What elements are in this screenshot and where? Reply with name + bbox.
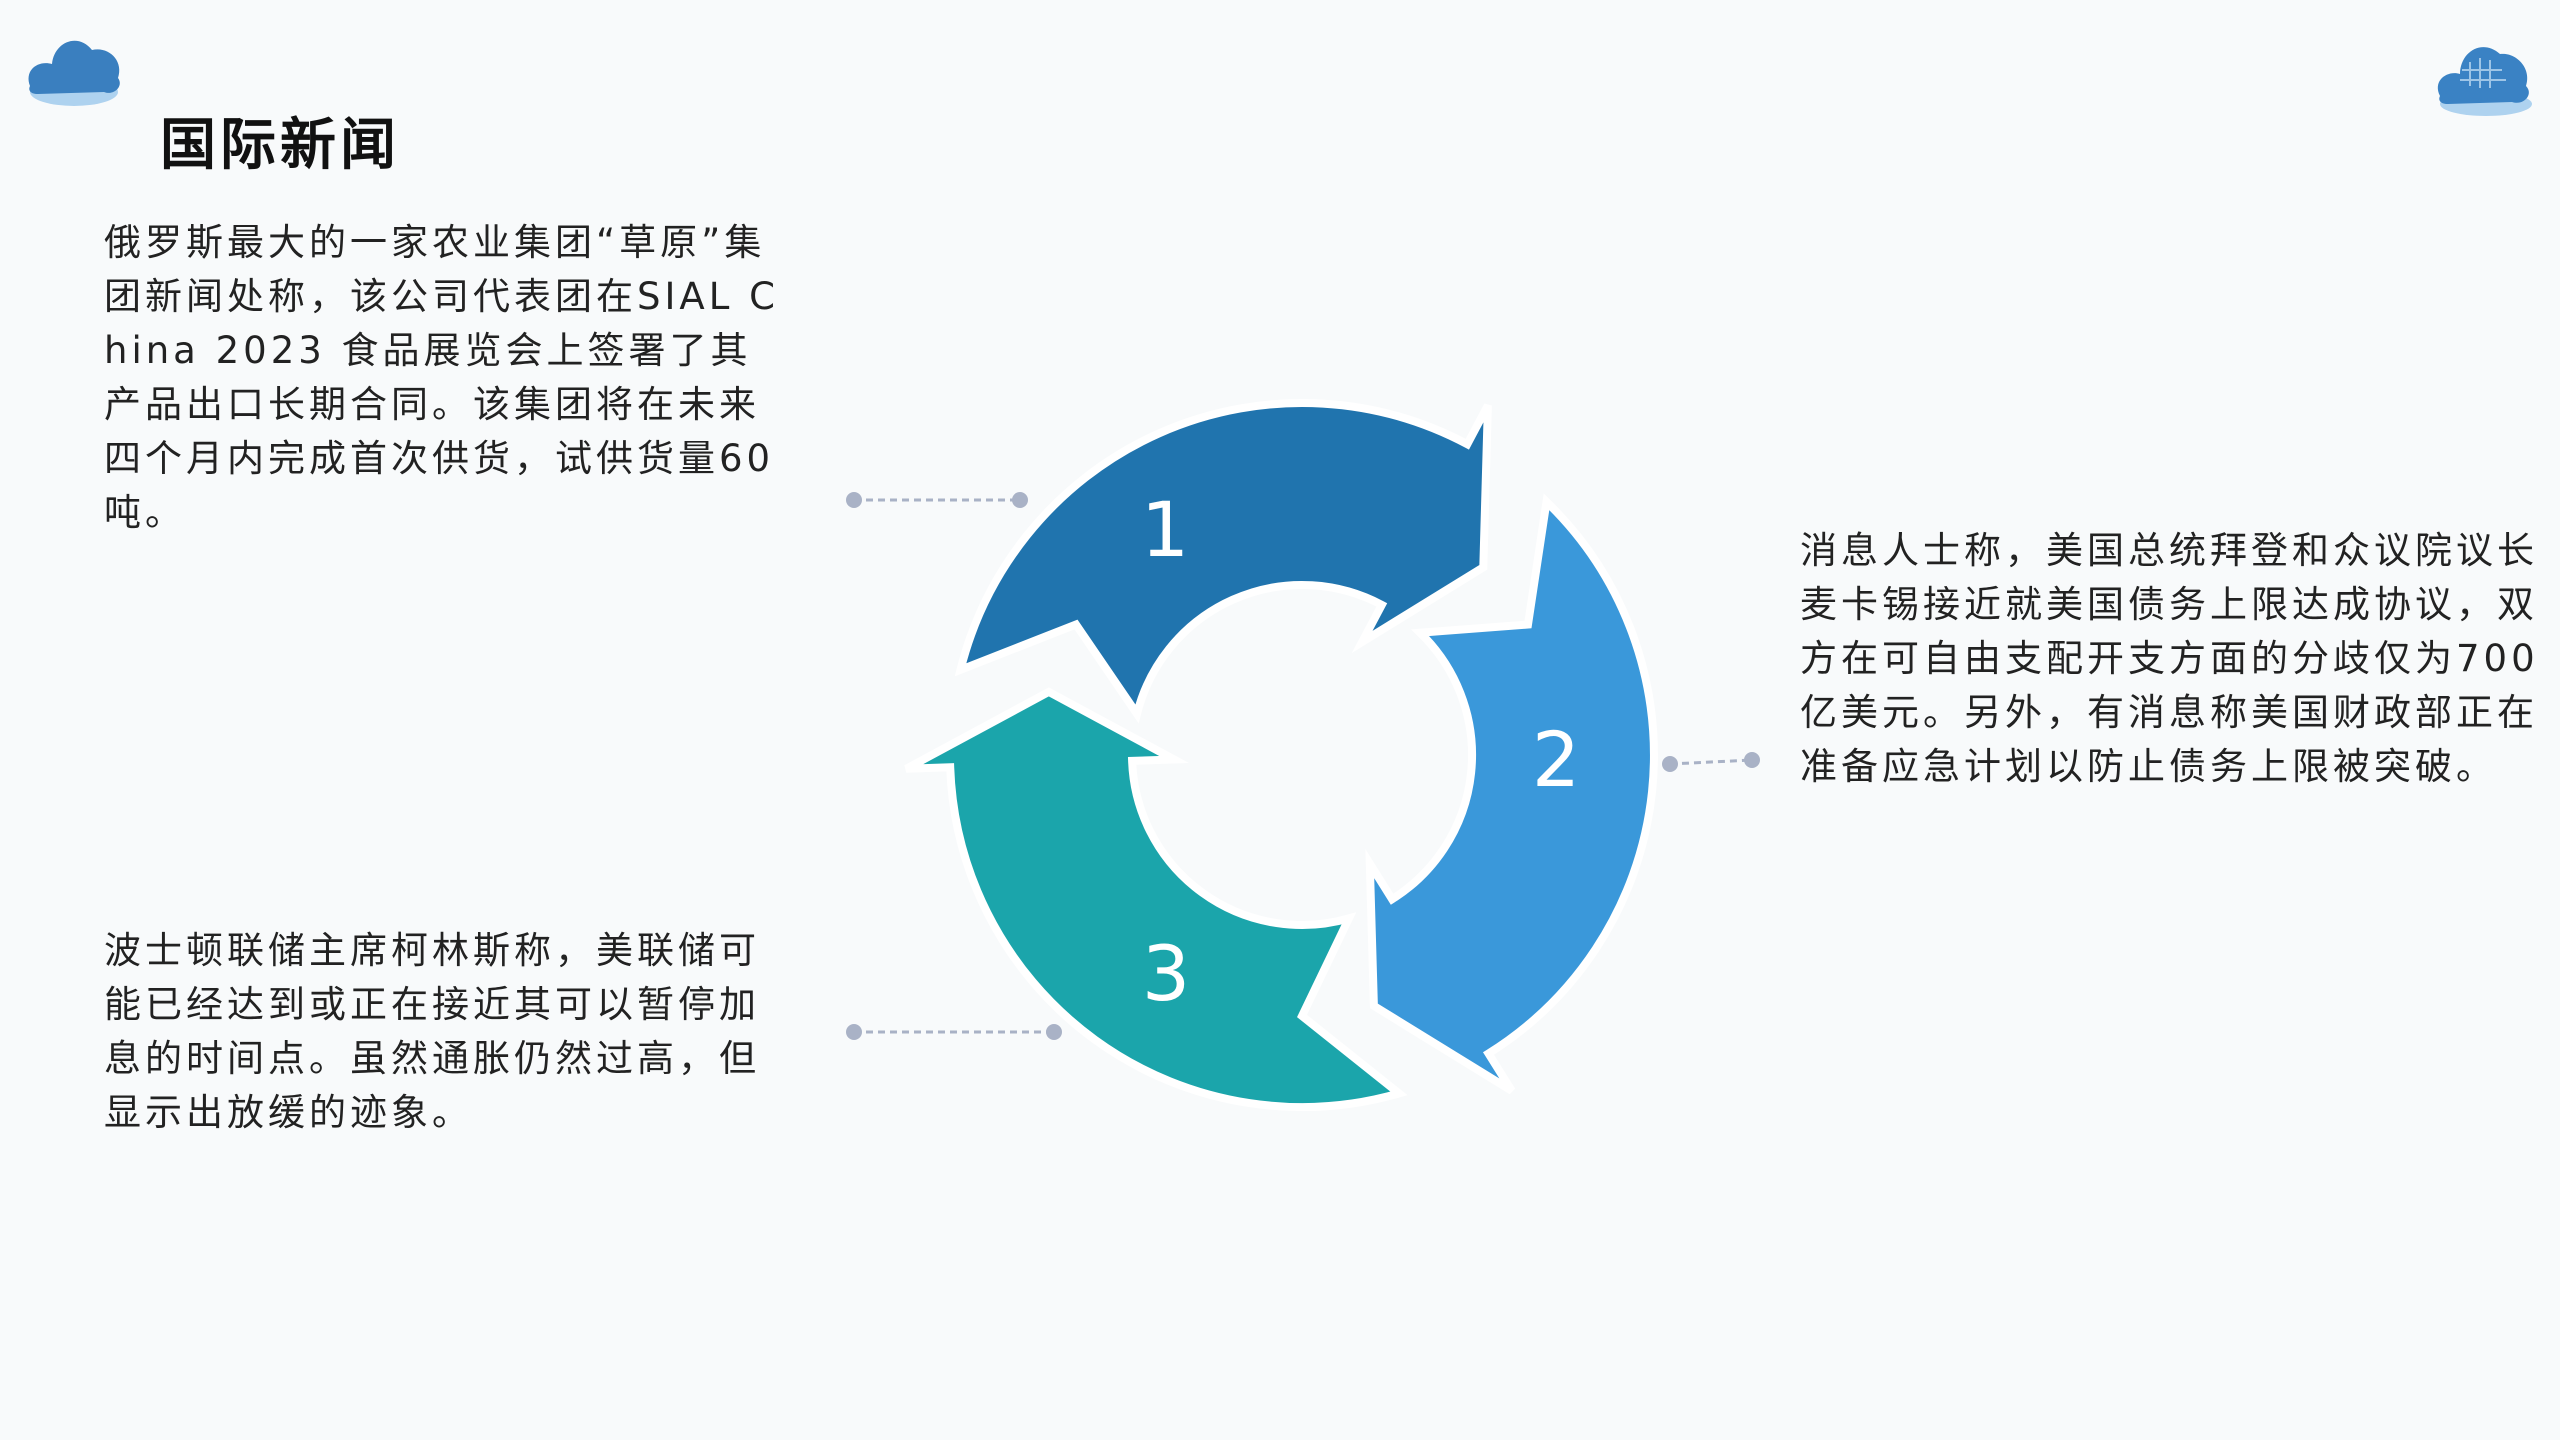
step-label-2: 2 [1532, 715, 1580, 804]
cycle-arrow-1 [954, 398, 1492, 724]
connector-3-dot [846, 1024, 862, 1040]
connector-2 [1669, 758, 1753, 766]
news-paragraph-1: 俄罗斯最大的一家农业集团“草原”集团新闻处称，该公司代表团在SIAL China… [104, 221, 779, 534]
news-paragraph-3: 波士顿联储主席柯林斯称，美联储可能已经达到或正在接近其可以暂停加息的时间点。虽然… [104, 929, 760, 1134]
step-label-3: 3 [1142, 929, 1190, 1018]
connector-2-dot [1744, 752, 1760, 768]
cloud-icon [2437, 47, 2532, 116]
news-paragraph-2: 消息人士称，美国总统拜登和众议院议长麦卡锡接近就美国债务上限达成协议，双方在可自… [1800, 529, 2539, 788]
step-label-1: 1 [1141, 485, 1189, 574]
connector-2-dot [1662, 756, 1678, 772]
connector-1-dot [846, 492, 862, 508]
cloud-icon [28, 40, 120, 106]
page-title: 国际新闻 [160, 113, 400, 178]
connector-3-dot [1046, 1024, 1062, 1040]
cycle-arrow-3 [904, 687, 1408, 1112]
connector-1-dot [1012, 492, 1028, 508]
cycle-arrow-2 [1365, 493, 1658, 1095]
